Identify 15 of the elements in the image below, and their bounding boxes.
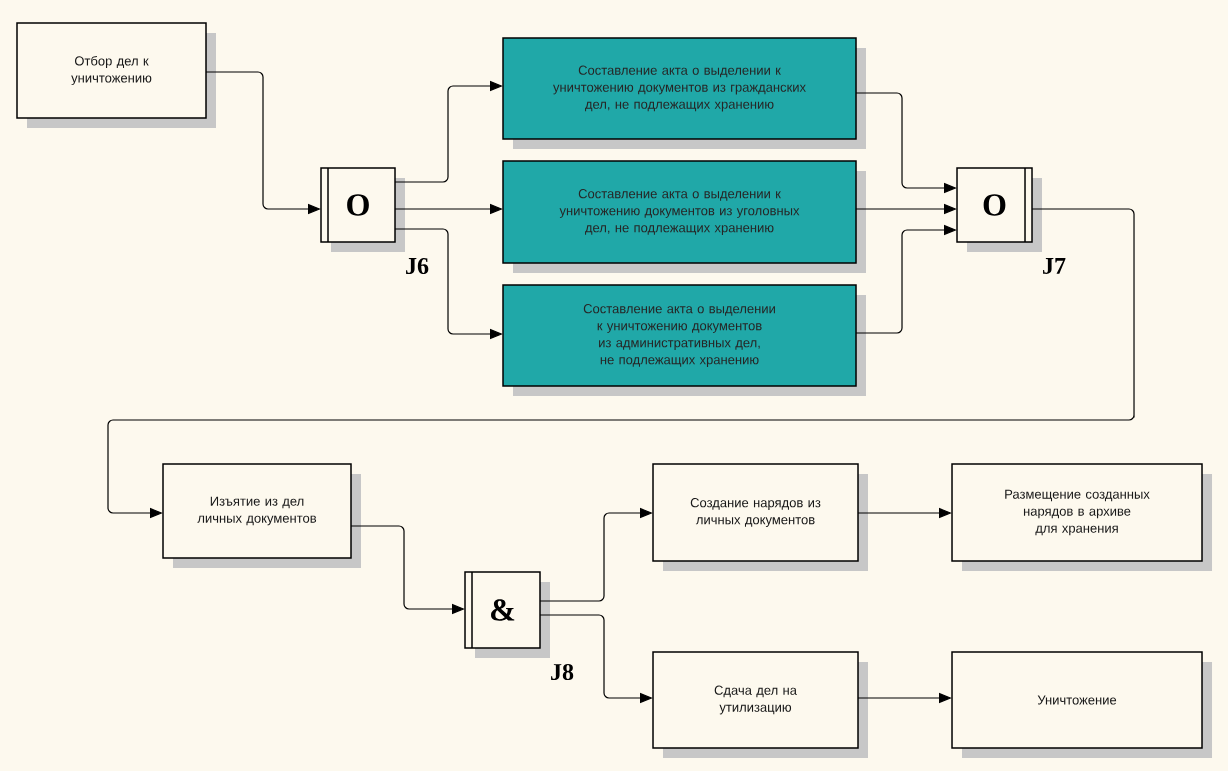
- process-box: Составление акта о выделении к уничтожению документов из гражданских дел, не подлежащих хранению: [502, 37, 866, 149]
- process-box: Отбор дел к уничтожению: [16, 22, 216, 128]
- junction-box: O: [320, 167, 405, 252]
- junction-label: J6: [406, 257, 429, 275]
- junction-label: J8: [551, 663, 574, 681]
- process-box: Сдача дел на утилизацию: [652, 651, 868, 758]
- process-box: Размещение созданных нарядов в архиве для хранения: [951, 463, 1212, 571]
- junction-label: J7: [1043, 258, 1066, 274]
- junction-box: O: [956, 167, 1042, 252]
- process-box: Изъятие из дел личных документов: [162, 463, 361, 568]
- process-box: Создание нарядов из личных документов: [652, 463, 868, 571]
- process-box: Уничтожение: [951, 651, 1212, 758]
- process-box: Составление акта о выделении к уничтожению документов из уголовных дел, не подлежащих хранению: [502, 160, 866, 273]
- junction-box: &: [464, 571, 550, 658]
- process-box: Составление акта о выделении к уничтожению документов из административных дел, не подлежащих хранению: [502, 284, 866, 396]
